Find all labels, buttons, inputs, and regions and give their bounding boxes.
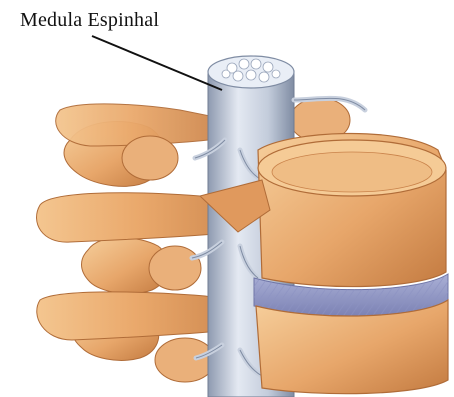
label-leader-line [92, 36, 222, 90]
vertebral-bodies [254, 133, 448, 393]
spinal-cord-label: Medula Espinhal [20, 9, 159, 32]
